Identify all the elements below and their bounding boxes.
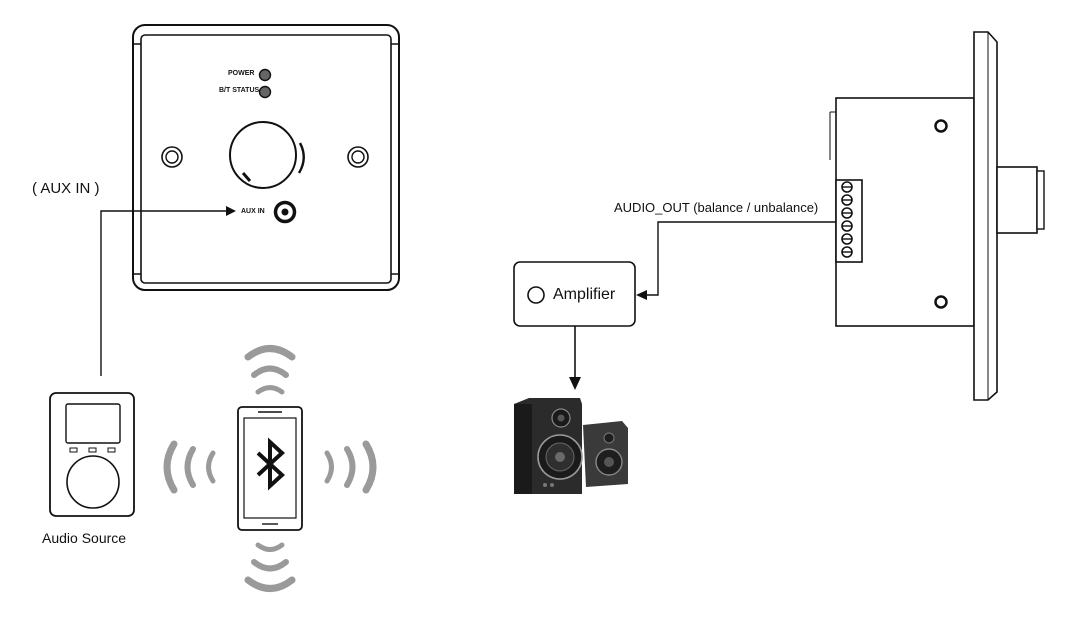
mp3-player-icon: [49, 392, 135, 517]
amp-to-speakers-arrowhead: [569, 377, 581, 390]
volume-knob: [229, 121, 305, 189]
aux-in-jack: [273, 200, 297, 224]
audio-out-cable-line: [646, 221, 836, 296]
aux-cable-line: [100, 210, 228, 376]
audio-out-cable-arrowhead: [636, 290, 647, 300]
terminal-block: [835, 179, 863, 263]
bt-status-led: [258, 85, 272, 99]
amplifier-indicator: [527, 286, 545, 304]
wireless-signal-icon: [163, 345, 377, 592]
left-screw-hole: [161, 146, 183, 168]
power-led: [258, 68, 272, 82]
panel-bt-status-label: B/T STATUS: [219, 87, 260, 94]
bluetooth-icon: [256, 437, 285, 491]
wall-panel-front: [132, 24, 400, 291]
speakers-icon: [514, 398, 628, 494]
panel-aux-in-label: AUX IN: [241, 208, 265, 215]
panel-power-label: POWER: [228, 70, 255, 77]
aux-in-heading: ( AUX IN ): [32, 180, 100, 197]
amplifier-label: Amplifier: [553, 286, 616, 303]
audio-source-label: Audio Source: [42, 530, 127, 546]
audio-out-label: AUDIO_OUT (balance / unbalance): [614, 200, 819, 215]
aux-cable-arrowhead: [226, 206, 236, 216]
right-screw-hole: [347, 146, 369, 168]
